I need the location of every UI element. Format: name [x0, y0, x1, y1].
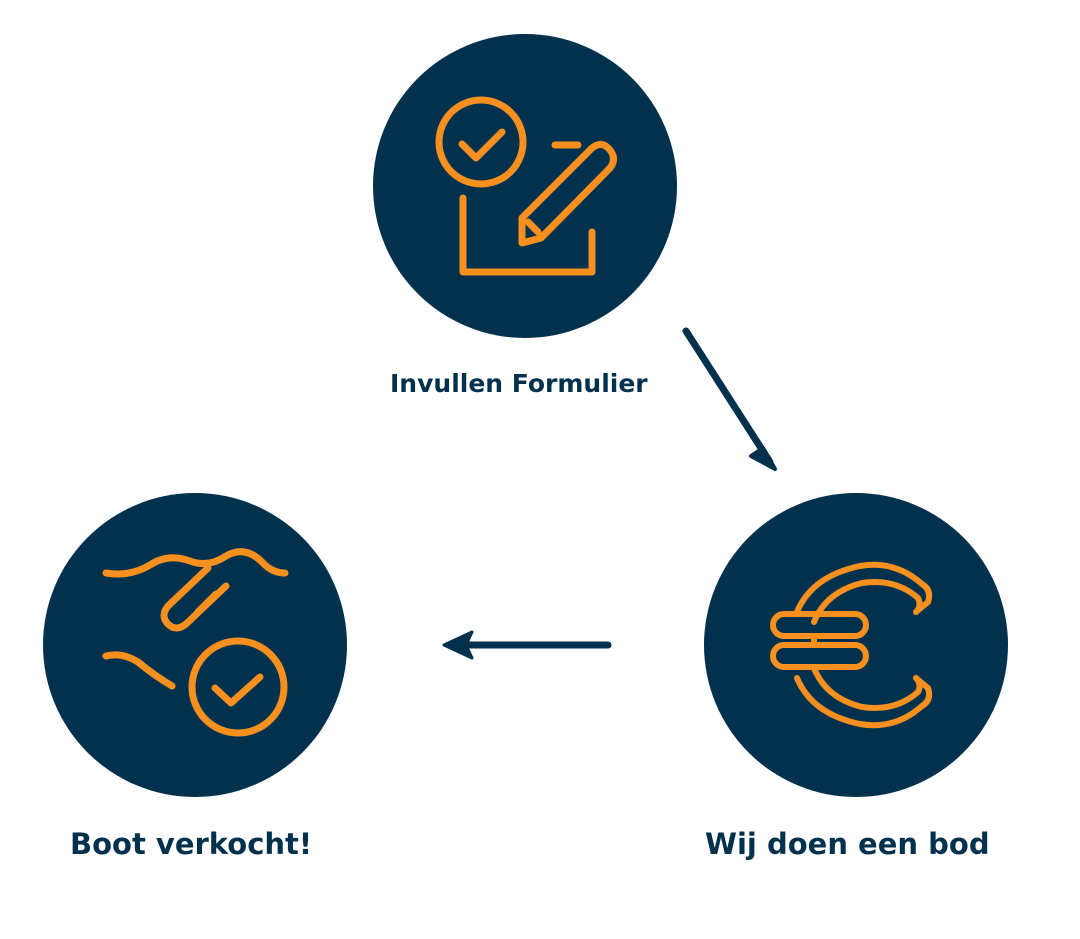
arrow-down-right-icon [682, 327, 777, 471]
step-form [373, 34, 677, 338]
step-sold-circle [43, 493, 347, 797]
step-sold-label: Boot verkocht! [70, 827, 313, 861]
step-sold [43, 493, 347, 797]
form-checkmark-pencil-icon [435, 96, 617, 276]
step-offer [704, 493, 1008, 797]
step-offer-label: Wij doen een bod [705, 827, 990, 861]
arrow-left-icon [442, 630, 612, 660]
step-form-label: Invullen Formulier [390, 369, 648, 398]
euro-icon [770, 561, 933, 729]
handshake-check-icon [102, 548, 289, 737]
step-form-circle [373, 34, 677, 338]
